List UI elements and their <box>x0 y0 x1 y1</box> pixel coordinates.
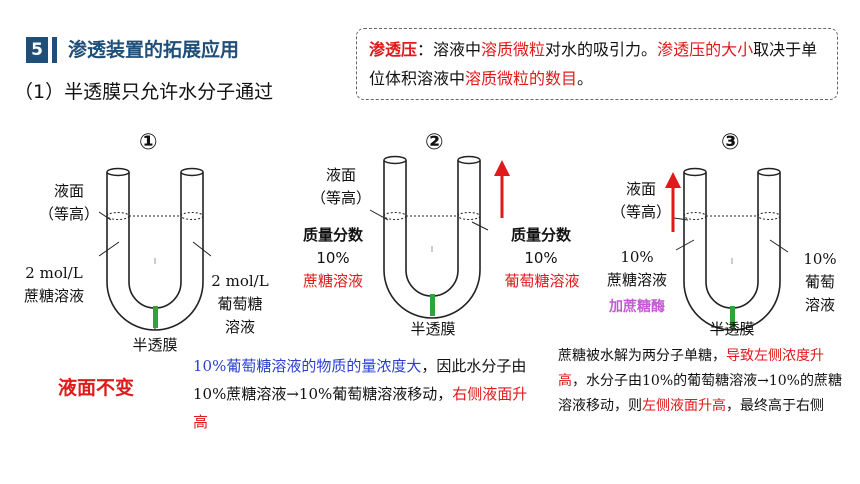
level-label-2: 液面 （等高） <box>310 166 371 207</box>
explanation-highlight: 10%葡萄糖溶液的物质的量浓度大 <box>193 357 422 375</box>
left-concentration-2: 10% <box>316 249 350 267</box>
explanation-3: 蔗糖被水解为两分子单糖，导致左侧浓度升高，水分子由10%的葡萄糖溶液→10%的蔗… <box>558 344 848 419</box>
definition-term: 渗透压 <box>369 40 418 59</box>
u-tube-3 <box>673 167 789 331</box>
right-concentration-2: 10% <box>524 249 558 267</box>
u-tube-1 <box>98 167 212 331</box>
left-solution-label-3: 10% 蔗糖溶液 <box>606 248 667 289</box>
explanation-highlight: 左侧液面升高 <box>642 398 726 414</box>
definition-text: 取决于单位体积溶液中 <box>369 40 818 88</box>
definition-text: ：溶液中 <box>417 40 482 59</box>
section-divider <box>52 37 57 63</box>
section-number: 5 <box>26 37 48 63</box>
rise-arrow-left <box>665 172 681 232</box>
diagram-number-2: ② <box>425 130 444 155</box>
add-sucrase-label: 加蔗糖酶 <box>609 299 665 315</box>
explanation-text: ，水分子由10%的葡萄糖溶液→10%的蔗糖溶液移动，则 <box>558 373 842 414</box>
left-solution-label-1: 2 mol/L 蔗糖溶液 <box>23 264 84 305</box>
level-label-3: 液面 （等高） <box>610 180 671 221</box>
result-level-unchanged: 液面不变 <box>58 377 135 399</box>
level-label-1: 液面 （等高） <box>38 182 99 223</box>
definition-box: 渗透压：溶液中溶质微粒对水的吸引力。渗透压的大小取决于单位体积溶液中溶质微粒的数… <box>356 28 838 100</box>
right-solution-label-1: 2 mol/L 葡萄糖 溶液 <box>211 272 269 336</box>
u-tube-2 <box>369 155 489 319</box>
explanation-text: 蔗糖被水解为两分子单糖， <box>558 348 726 364</box>
right-solution-label-3: 10% 葡萄 溶液 <box>803 250 837 314</box>
definition-text: 对水的吸引力。 <box>545 40 658 59</box>
explanation-text: ，最终高于右侧 <box>726 398 824 414</box>
diagram-number-3: ③ <box>721 130 740 155</box>
explanation-highlight: 右侧液面升高 <box>193 385 528 431</box>
membrane-label-2: 半透膜 <box>410 320 456 338</box>
membrane-label-3: 半透膜 <box>709 320 755 338</box>
explanation-text: ，因此水分子由10%蔗糖溶液→10%葡萄糖溶液移动， <box>193 357 527 403</box>
diagram-number-1: ① <box>139 130 158 155</box>
left-solution-label-2: 蔗糖溶液 <box>302 272 363 290</box>
mass-fraction-label-right: 质量分数 <box>510 226 571 244</box>
mass-fraction-label-left: 质量分数 <box>302 226 363 244</box>
membrane-label-1: 半透膜 <box>132 336 178 354</box>
definition-highlight: 渗透压的大小 <box>657 40 754 59</box>
definition-highlight: 溶质微粒的数目 <box>465 69 578 88</box>
section-title: 渗透装置的拓展应用 <box>68 39 240 61</box>
explanation-2: 10%葡萄糖溶液的物质的量浓度大，因此水分子由10%蔗糖溶液→10%葡萄糖溶液移… <box>193 352 533 436</box>
subtitle: （1）半透膜只允许水分子通过 <box>14 81 274 103</box>
definition-highlight: 溶质微粒 <box>481 40 546 59</box>
rise-arrow-right <box>494 160 510 218</box>
explanation-highlight: 导致左侧浓度升高 <box>558 348 824 389</box>
definition-text: 。 <box>577 69 594 88</box>
right-solution-label-2: 葡萄糖溶液 <box>504 272 580 290</box>
